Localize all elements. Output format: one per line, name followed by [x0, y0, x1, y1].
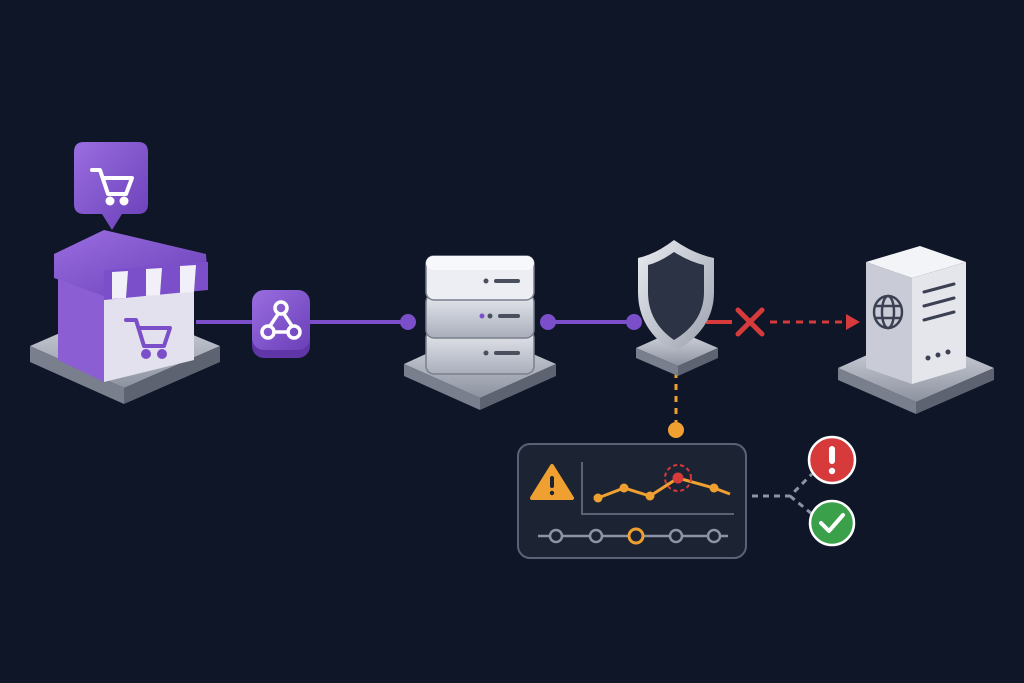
check-icon [808, 499, 856, 547]
connector-shield-monitor [668, 372, 684, 438]
connector-server-shield [540, 314, 642, 330]
shield-icon [638, 240, 714, 352]
globe-icon [872, 294, 904, 330]
server-stack-node [404, 255, 556, 410]
server-stack-icon [425, 255, 535, 375]
shopping-cart-icon [90, 168, 134, 206]
globe-server-icon [866, 246, 966, 384]
monitor-panel [517, 443, 747, 559]
web-server-node [838, 246, 994, 414]
shield-node [636, 240, 718, 376]
alert-icon [807, 435, 857, 485]
blocked-x-icon [735, 307, 765, 337]
webhook-icon [260, 300, 302, 340]
shopping-cart-badge [74, 142, 148, 230]
storefront-icon [54, 230, 208, 382]
connector-webhook-server [310, 314, 416, 330]
connector-monitor-status [752, 472, 814, 516]
storefront-node [30, 142, 220, 404]
warning-icon [530, 464, 574, 500]
line-chart-icon [581, 462, 734, 515]
timeline-icon [538, 527, 728, 545]
connector-shield-webserver-blocked [706, 307, 860, 337]
storefront-cart-icon [124, 318, 172, 359]
webhook-node [252, 290, 310, 358]
